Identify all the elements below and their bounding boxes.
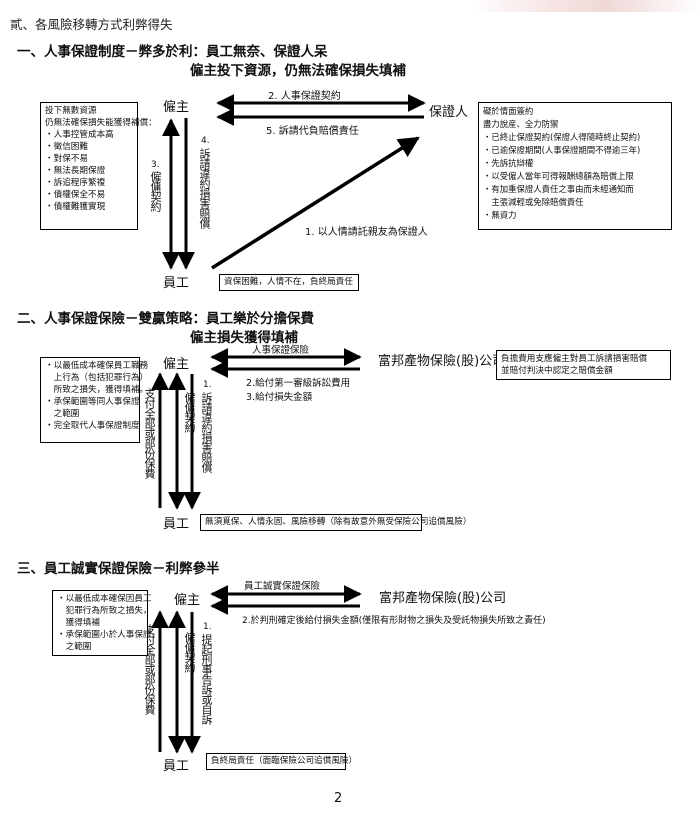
- s2-subtitle: 僱主損失獲得填補: [190, 330, 298, 346]
- s2-arrow-top-label: 人事保證保險: [252, 345, 310, 356]
- s1-guarantor-note-box: 礙於情面簽約 盡力說産、全力防禦 ・已終止保證契約(保證人得隨時終止契約) ・已…: [478, 102, 672, 230]
- s1-guarantor: 保證人: [429, 105, 469, 120]
- s1-left-line: ・人事控管成本高: [45, 130, 114, 140]
- s1-left-line: 投下無數資源: [45, 106, 97, 116]
- s1-right-line: ・有加重保證人責任之事由而未經通知而: [483, 184, 634, 194]
- s1-left-line: ・對保不易: [45, 154, 88, 164]
- s2-employee-note-box: 無須覓保、人情永固、風險移轉（除有故意外無受保險公司追償風險）: [200, 514, 471, 531]
- s1-left-line: ・債權難獲實現: [45, 202, 106, 212]
- s1-left-line: ・訴追程序繁複: [45, 178, 106, 188]
- s2-insurer: 富邦產物保險(股)公司: [378, 354, 506, 369]
- s2-right-line: 並賠付判決中認定之賠償金額: [501, 366, 613, 376]
- s1-right-line: ・無資力: [483, 210, 517, 220]
- header-decoration: [470, 0, 700, 12]
- s1-right-line: ・先訴抗辯權: [483, 158, 534, 168]
- s2-left-line: 之範圍: [45, 409, 80, 419]
- s1-right-line: 主張減輕或免除賠償責任: [483, 197, 584, 207]
- s3-contract-text: 僱傭契約: [183, 632, 196, 672]
- s2-left-line: ・以最低成本確保員工職務: [45, 361, 149, 371]
- s1-employer: 僱主: [163, 100, 190, 115]
- s1-arrow2-label: 2. 人事保證契約: [268, 91, 341, 102]
- s3-arrow1-text: 提起刑事告訴或自訴: [200, 634, 213, 724]
- s1-right-line: ・已終止保證契約(保證人得隨時終止契約): [483, 132, 641, 142]
- s2-title: 二、人事保證保險－雙贏策略：員工樂於分擔保費: [17, 311, 314, 327]
- s3-left-line: 犯罪行為所致之損失，: [57, 606, 152, 616]
- s2-arrow1-text: 訴請違約損害賠償: [200, 392, 213, 472]
- s1-right-line: 礙於情面簽約: [483, 106, 534, 116]
- s2-left-line: 上行為（包括犯罪行為）: [45, 373, 149, 383]
- s1-employee: 員工: [163, 276, 190, 291]
- s3-employer-note-box: ・以最低成本確保因員工 犯罪行為所致之損失， 獲得填補 ・承保範圍小於人事保證 …: [52, 590, 152, 656]
- s1-subtitle: 僱主投下資源，仍無法確保損失填補: [190, 63, 406, 79]
- s3-employee: 員工: [163, 759, 190, 774]
- s2-arrow3-label: 3.給付損失金額: [246, 392, 313, 403]
- s3-left-line: ・承保範圍小於人事保證: [57, 630, 152, 640]
- s1-arrow1-label: 1. 以人情請託親友為保證人: [305, 227, 428, 238]
- s2-right-line: 負擔費用支應僱主對員工訴請損害賠償: [501, 354, 648, 364]
- s1-arrow4-text: 訴請違約損害賠償: [198, 148, 211, 228]
- s3-arrow2-label: 2.於判刑確定後給付損失金額(僅限有形財物之損失及受託物損失所致之責任): [242, 616, 546, 626]
- s1-right-line: 盡力說産、全力防禦: [483, 119, 559, 129]
- s2-left-line: 所致之損失，獲得填補。: [45, 385, 149, 395]
- s1-left-line: ・無法長期保證: [45, 166, 106, 176]
- s1-right-line: ・以受僱人當年可得報酬總額為賠償上限: [483, 171, 634, 181]
- s1-left-line: ・債權保全不易: [45, 190, 106, 200]
- s2-arrow2-label: 2.給付第一審級訴訟費用: [246, 378, 351, 389]
- s2-left-line: ・完全取代人事保證制度: [45, 421, 140, 431]
- s3-employer: 僱主: [174, 593, 201, 608]
- s3-insurer: 富邦產物保險(股)公司: [379, 591, 507, 606]
- s1-request-arrow: [211, 136, 420, 270]
- s1-left-line: ・徵信困難: [45, 142, 88, 152]
- s2-employer: 僱主: [163, 357, 190, 372]
- section-heading: 貳、各風險移轉方式利弊得失: [10, 17, 173, 32]
- s3-left-line: ・以最低成本確保因員工: [57, 594, 152, 604]
- s3-title: 三、員工誠實保證保險－利弊參半: [17, 561, 220, 577]
- s3-arrow-top-label: 員工誠實保證保險: [244, 581, 321, 592]
- s3-arrow1-num: 1.: [203, 622, 212, 632]
- s3-left-line: 之範圍: [57, 642, 92, 652]
- s1-left-line: 仍無法確保損失能獲得補償：: [45, 118, 157, 128]
- s2-left-line: ・承保範圍等同人事保證: [45, 397, 140, 407]
- s2-employer-note-box: ・以最低成本確保員工職務 上行為（包括犯罪行為） 所致之損失，獲得填補。 ・承保…: [40, 357, 149, 443]
- s2-employee: 員工: [163, 517, 190, 532]
- s1-right-line: ・已逾保證期間(人事保證期間不得逾三年): [483, 145, 641, 155]
- s1-employee-note-box: 資保困難，人情不在，負終局責任: [219, 274, 359, 291]
- s1-arrow3-num: 3.: [151, 160, 160, 170]
- page-number: 2: [334, 791, 343, 806]
- s1-title: 一、人事保證制度－弊多於利：員工無奈、保證人呆: [17, 44, 328, 60]
- s2-premium-text: 支付全部或部份保費: [143, 388, 156, 478]
- s1-arrow5-label: 5. 訴請代負賠償責任: [266, 126, 359, 137]
- s2-insurer-note-box: 負擔費用支應僱主對員工訴請損害賠償 並賠付判決中認定之賠償金額: [496, 350, 671, 380]
- s3-left-line: 獲得填補: [57, 618, 100, 628]
- s1-employer-note-box: 投下無數資源 仍無法確保損失能獲得補償： ・人事控管成本高 ・徵信困難 ・對保不…: [40, 102, 157, 230]
- s2-arrow1-num: 1.: [203, 380, 212, 390]
- s1-arrow4-num: 4.: [201, 136, 210, 146]
- s3-employee-note-box: 負終局責任（面臨保險公司追償風險）: [206, 753, 357, 770]
- s1-arrow3-text: 僱傭契約: [149, 171, 162, 211]
- s2-contract-text: 僱傭契約: [183, 392, 196, 432]
